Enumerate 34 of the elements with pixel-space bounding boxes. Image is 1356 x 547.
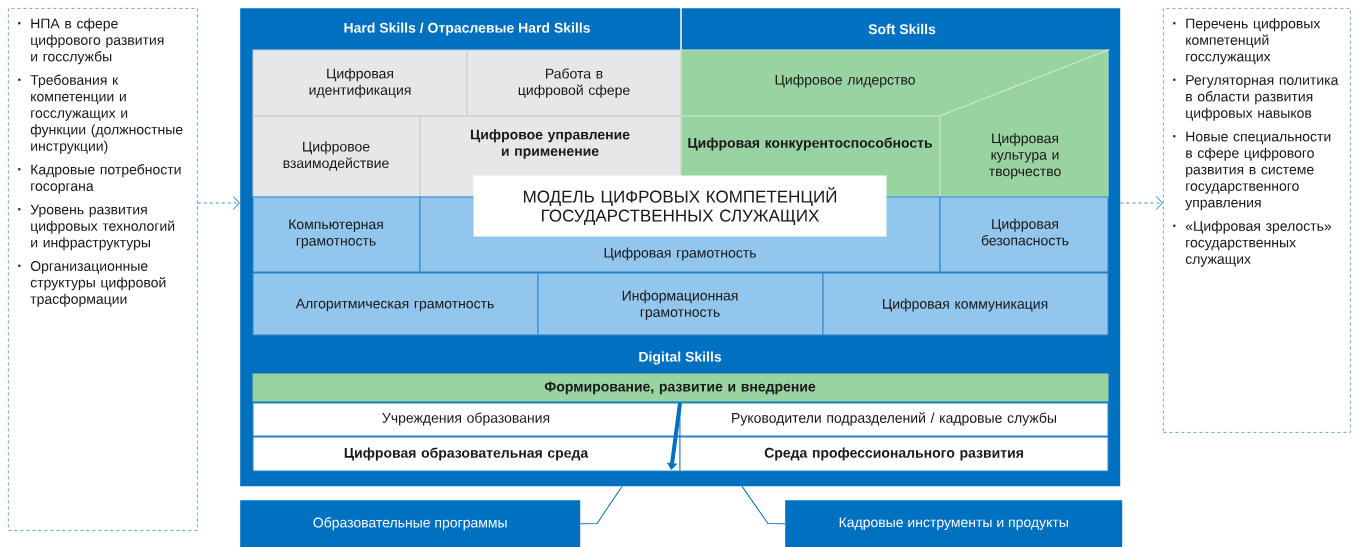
output-box: Образовательные программы	[240, 500, 581, 547]
list-item: Уровень развития цифровых технологий и инфраструктуры	[18, 204, 175, 251]
list-item: Кадровые потребности госоргана	[18, 164, 181, 194]
title-box: МОДЕЛЬ ЦИФРОВЫХ КОМПЕТЕНЦИЙ ГОСУДАРСТВЕННЫХ СЛУЖАЩИХ	[473, 175, 887, 237]
list-item: Требования к компетенции и госслужащих и функции (должностные инструкции)	[18, 74, 183, 154]
list-item: «Цифровая зрелость» государственных служащих	[1173, 220, 1332, 267]
output-box: Кадровые инструменты и продукты	[785, 500, 1123, 547]
skill-cell: Компьютерная грамотность	[252, 196, 421, 273]
skill-cell: Цифровое лидерство	[680, 49, 1109, 117]
skill-cell: Цифровая безопасность	[939, 196, 1109, 273]
section-header: Soft Skills	[868, 23, 936, 35]
skill-cell: Алгоритмическая грамотность	[252, 272, 539, 336]
connector-line	[579, 485, 623, 525]
skill-cell: Учреждения образования	[252, 402, 681, 437]
list-item: Перечень цифровых компетенций госслужащих	[1173, 18, 1321, 65]
skill-cell: Руководители подразделений / кадровые службы	[679, 402, 1109, 437]
skill-cell: Цифровая коммуникация	[822, 272, 1109, 336]
list-item: Организационные структуры цифровой трасформации	[18, 261, 166, 307]
band: Формирование, развитие и внедрение	[252, 373, 1109, 402]
arrow	[197, 196, 240, 210]
list-item: Новые специальности в сфере цифрового развития в системе государственного управления	[1173, 131, 1331, 211]
skill-cell: Цифровое взаимодействие	[252, 115, 421, 198]
list-item: Регуляторная политика в области развития цифровых навыков	[1173, 75, 1339, 121]
list-item: НПА в сфере цифрового развития и госслужбы	[18, 18, 164, 65]
skill-cell: Цифровая образовательная среда	[252, 436, 681, 472]
skill-cell: Среда профессионального развития	[679, 436, 1109, 472]
section-header: Hard Skills / Отраслевые Hard Skills	[344, 22, 590, 36]
connector-line	[741, 485, 786, 525]
skill-cell: Работа в цифровой сфере	[466, 49, 682, 117]
arrow	[1119, 196, 1163, 210]
section-header: Digital Skills	[639, 351, 722, 365]
skill-cell: Цифровая идентификация	[252, 49, 468, 117]
skill-cell: Цифровая культура и творчество	[939, 49, 1109, 198]
skill-cell: Информационная грамотность	[537, 272, 824, 336]
